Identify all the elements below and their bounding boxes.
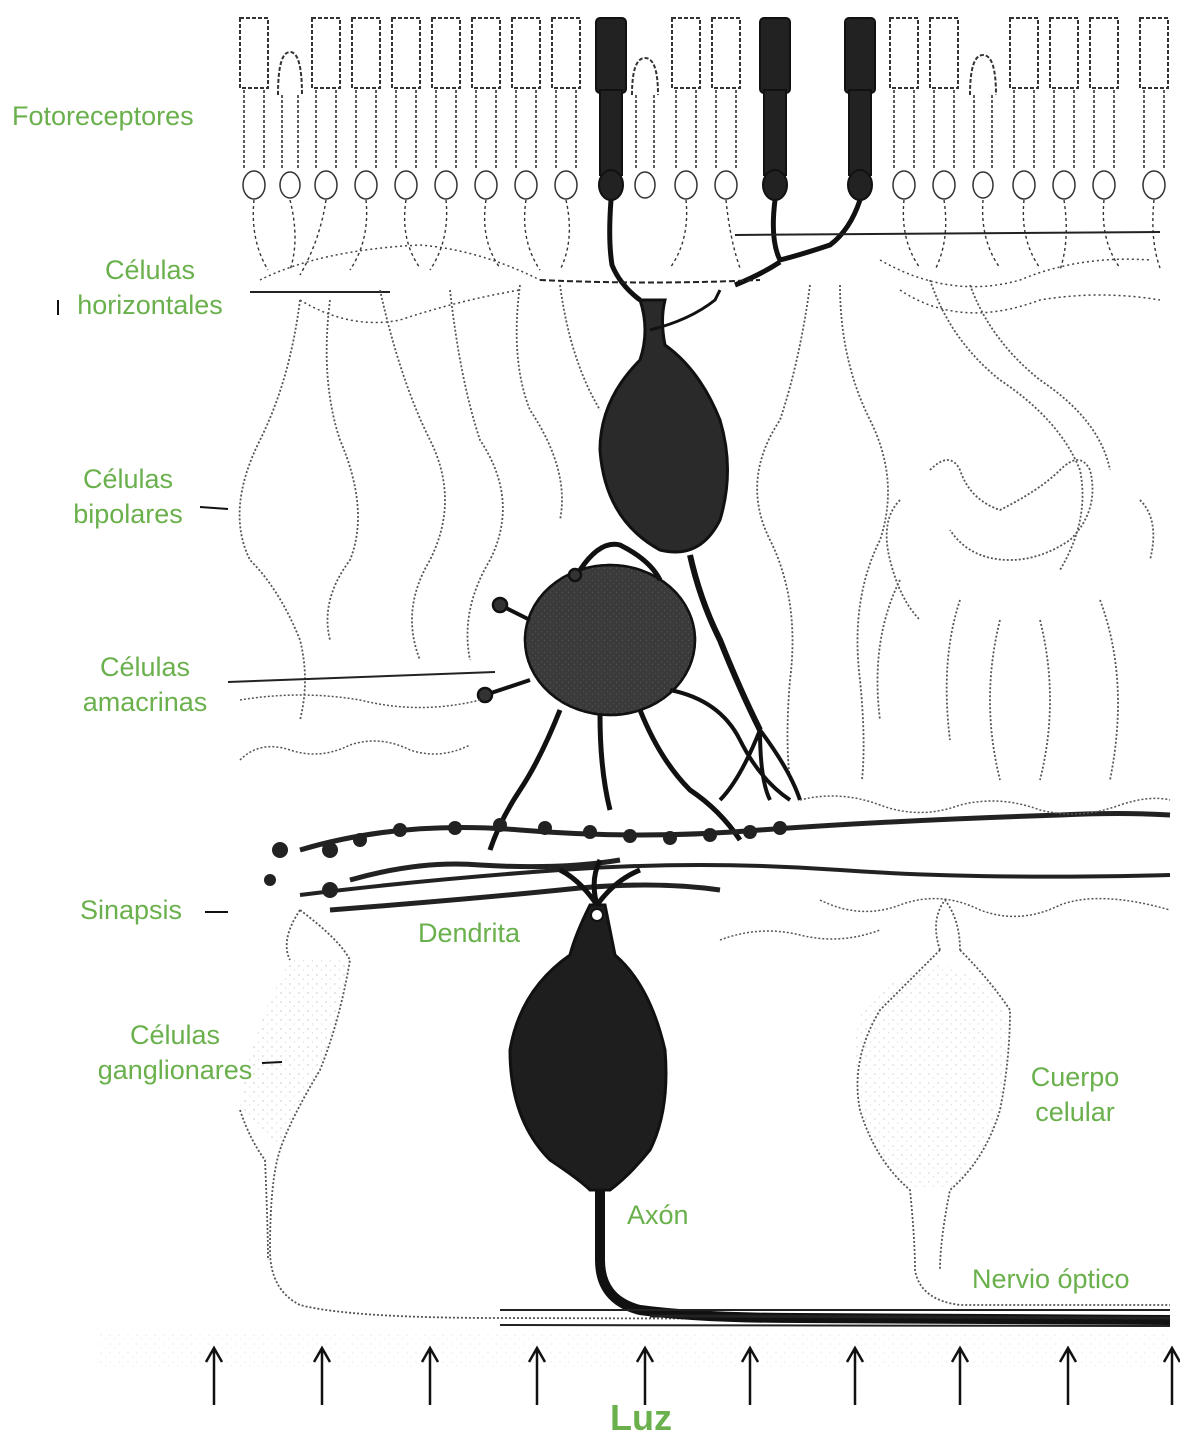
light-arrow — [422, 1348, 438, 1405]
rod-outer-segment — [1090, 18, 1118, 88]
label-dendrita: Dendrita — [418, 916, 520, 951]
label-line: Células — [60, 253, 240, 288]
rod-outer-segment — [240, 18, 268, 88]
light-arrow — [529, 1348, 545, 1405]
label-line: bipolares — [58, 497, 198, 532]
cone-outer-segment — [970, 55, 996, 95]
label-line: amacrinas — [70, 685, 220, 720]
label-line: horizontales — [60, 288, 240, 323]
rod-outer-segment — [552, 18, 580, 88]
horizontal-cells — [260, 245, 1160, 323]
rod-outer-segment — [392, 18, 420, 88]
photoreceptor-layer — [240, 18, 1168, 275]
label-line: celular — [1015, 1095, 1135, 1130]
label-line: Células — [90, 1018, 260, 1053]
rod-outer-segment — [512, 18, 540, 88]
label-luz: Luz — [610, 1398, 672, 1438]
rod-outer-segment — [352, 18, 380, 88]
rod-outer-segment — [312, 18, 340, 88]
rod-outer-segment — [472, 18, 500, 88]
outer-plexiform-layer — [250, 232, 1160, 292]
inner-plexiform-layer — [300, 814, 1170, 911]
light-arrow — [952, 1348, 968, 1405]
rod-outer-segment — [432, 18, 460, 88]
amacrine-cells-outline — [878, 460, 1154, 780]
label-line: Células — [58, 462, 198, 497]
light-arrow — [742, 1348, 758, 1405]
rod-outer-segment — [930, 18, 958, 88]
cone-outer-segment — [632, 58, 658, 95]
rod-outer-segment — [1010, 18, 1038, 88]
light-arrow — [314, 1348, 330, 1405]
label-nervio-optico: Nervio óptico — [972, 1262, 1130, 1297]
label-sinapsis: Sinapsis — [80, 893, 182, 928]
light-arrow — [1164, 1348, 1180, 1405]
highlighted-photoreceptors — [596, 18, 875, 300]
label-fotoreceptores: Fotoreceptores — [12, 99, 194, 134]
ganglion-cell-body-stipple — [855, 965, 1007, 1190]
highlighted-rod — [760, 18, 790, 93]
rod-outer-segment — [890, 18, 918, 88]
light-arrow — [847, 1348, 863, 1405]
rod-outer-segment — [712, 18, 740, 88]
label-celulas-bipolares: Células bipolares — [58, 462, 198, 532]
cone-outer-segment — [278, 52, 302, 95]
label-celulas-ganglionares: Células ganglionares — [90, 1018, 260, 1088]
label-line: Células — [70, 650, 220, 685]
highlighted-rod — [845, 18, 875, 93]
light-arrow — [206, 1348, 222, 1405]
label-line: Cuerpo — [1015, 1060, 1135, 1095]
label-celulas-amacrinas: Células amacrinas — [70, 650, 220, 720]
label-celulas-horizontales: Células horizontales — [60, 253, 240, 323]
amacrine-layer-line — [228, 672, 495, 682]
highlighted-bipolar-cell — [600, 290, 800, 800]
rod-outer-segment — [1140, 18, 1168, 88]
label-cuerpo-celular: Cuerpo celular — [1015, 1060, 1135, 1130]
label-axon: Axón — [627, 1198, 689, 1233]
highlighted-cone — [596, 18, 626, 93]
label-line: ganglionares — [90, 1053, 260, 1088]
light-arrow — [1060, 1348, 1076, 1405]
rod-outer-segment — [1050, 18, 1078, 88]
rod-outer-segment — [672, 18, 700, 88]
